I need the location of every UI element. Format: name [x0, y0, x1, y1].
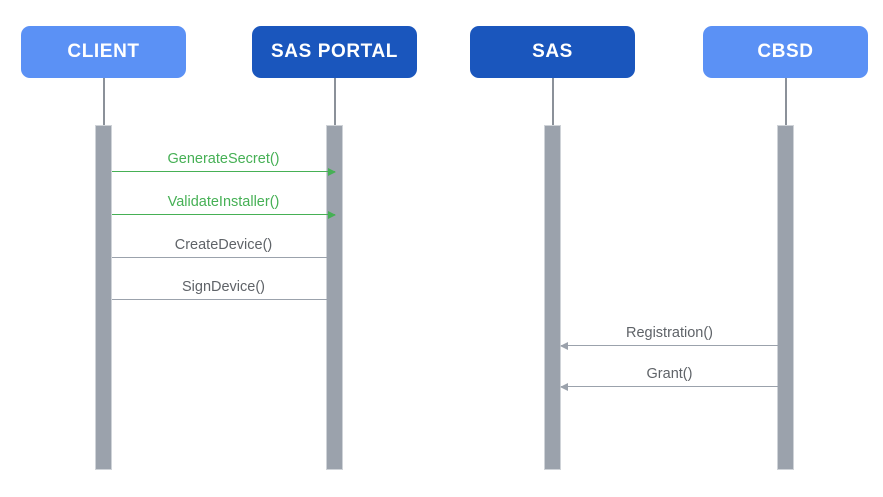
- actor-box-cbsd[interactable]: CBSD: [703, 26, 868, 78]
- message-line-create-device: [112, 256, 335, 258]
- activation-bar-client: [95, 125, 112, 470]
- actor-label-sas-portal: SAS PORTAL: [270, 41, 399, 62]
- message-sign-device[interactable]: SignDevice(): [112, 266, 336, 304]
- message-generate-secret[interactable]: GenerateSecret(): [112, 138, 336, 176]
- message-line-registration: [561, 344, 778, 346]
- message-label-grant: Grant(): [646, 366, 693, 382]
- activation-bar-cbsd: [777, 125, 794, 470]
- message-label-registration: Registration(): [625, 325, 714, 341]
- actor-box-sas[interactable]: SAS: [470, 26, 635, 78]
- lifeline-stem-cbsd: [784, 78, 787, 125]
- message-line-generate-secret: [112, 170, 335, 172]
- actor-label-cbsd: CBSD: [757, 41, 814, 62]
- message-validate-installer[interactable]: ValidateInstaller(): [112, 181, 336, 219]
- lifeline-stem-sas: [551, 78, 554, 125]
- message-line-sign-device: [112, 298, 335, 300]
- arrow-head-icon-sign-device: [328, 295, 336, 304]
- message-label-validate-installer: ValidateInstaller(): [167, 194, 280, 210]
- message-registration[interactable]: Registration(): [560, 312, 778, 350]
- message-create-device[interactable]: CreateDevice(): [112, 224, 336, 262]
- message-grant[interactable]: Grant(): [560, 353, 778, 391]
- arrow-head-icon-grant: [560, 382, 568, 391]
- message-line-grant: [561, 385, 778, 387]
- message-label-generate-secret: GenerateSecret(): [167, 151, 280, 167]
- lifeline-stem-client: [102, 78, 105, 125]
- actor-label-client: CLIENT: [67, 41, 140, 62]
- message-label-sign-device: SignDevice(): [182, 279, 265, 295]
- arrow-head-icon-create-device: [328, 253, 336, 262]
- actor-label-sas: SAS: [532, 41, 573, 62]
- activation-bar-sas: [544, 125, 561, 470]
- message-line-validate-installer: [112, 213, 335, 215]
- arrow-head-icon-validate-installer: [328, 210, 336, 219]
- actor-box-sas-portal[interactable]: SAS PORTAL: [252, 26, 417, 78]
- lifeline-stem-sas-portal: [333, 78, 336, 125]
- arrow-head-icon-registration: [560, 341, 568, 350]
- message-label-create-device: CreateDevice(): [174, 237, 273, 253]
- arrow-head-icon-generate-secret: [328, 167, 336, 176]
- actor-box-client[interactable]: CLIENT: [21, 26, 186, 78]
